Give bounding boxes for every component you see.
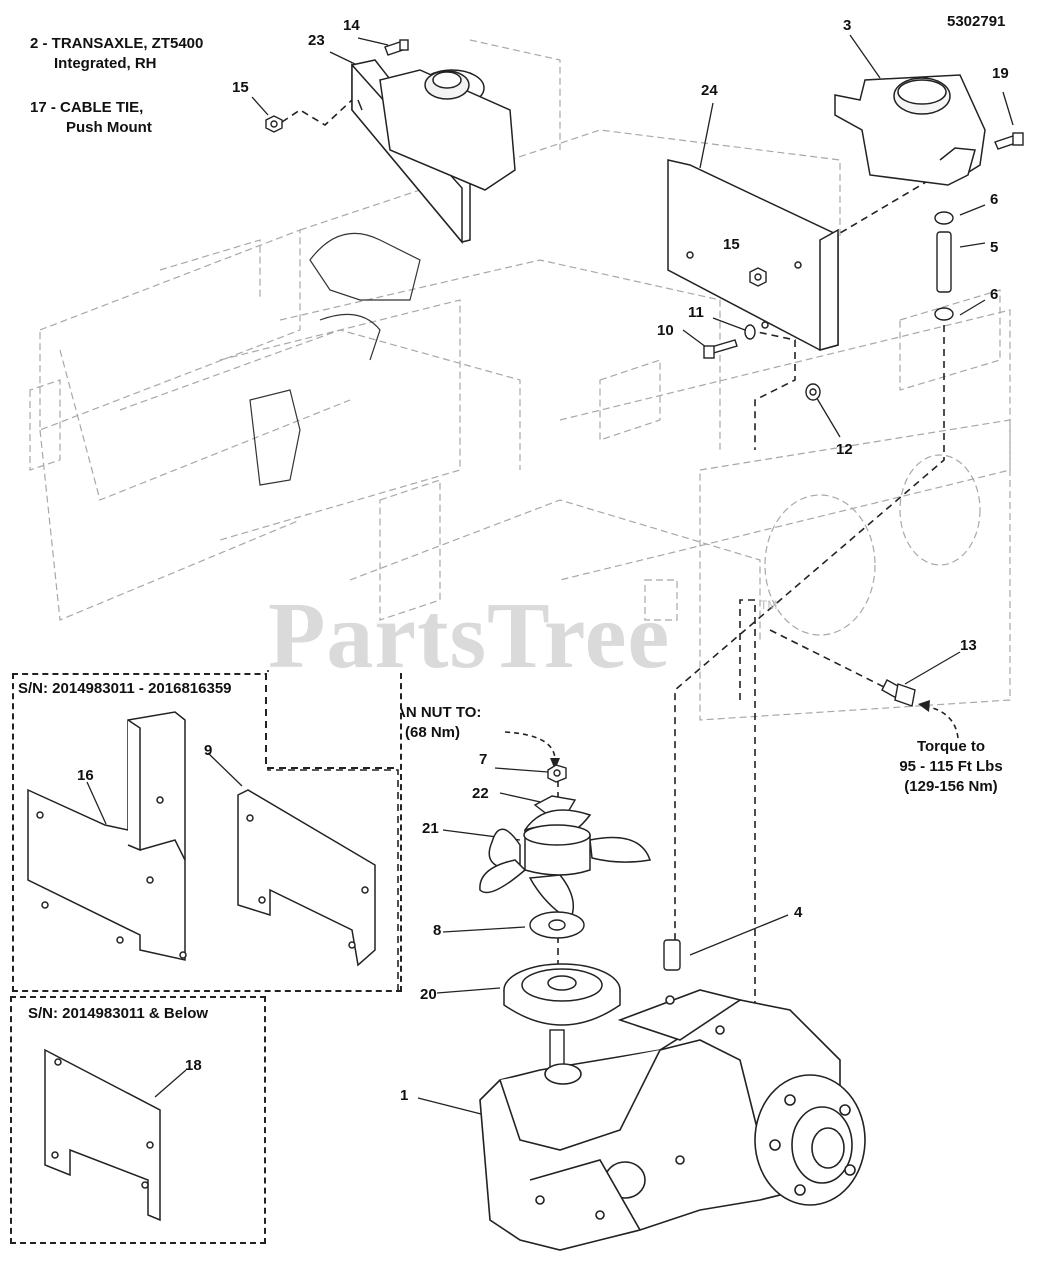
vent-4 <box>663 939 681 971</box>
callout-23: 23 <box>308 32 325 49</box>
arrow-heads <box>550 700 930 770</box>
callout-13: 13 <box>960 637 977 654</box>
note-transaxle-line1: 2 - TRANSAXLE, ZT5400 <box>30 35 204 52</box>
frame-component <box>249 232 421 486</box>
callout-7: 7 <box>479 751 488 768</box>
bracket-16 <box>27 711 187 961</box>
torque-bolt-line2: 95 - 115 Ft Lbs <box>899 758 1003 775</box>
callout-15-right: 15 <box>723 236 740 253</box>
fan-21 <box>479 809 651 922</box>
torque-bolt-line1: Torque to <box>916 738 986 755</box>
callout-19: 19 <box>992 65 1009 82</box>
callout-18: 18 <box>185 1057 202 1074</box>
callout-6-lower: 6 <box>990 286 999 303</box>
serial-box-2-title: S/N: 2014983011 & Below <box>28 1005 209 1022</box>
torque-bolt-line3: (129-156 Nm) <box>904 778 998 795</box>
callout-24: 24 <box>701 82 718 99</box>
callout-4: 4 <box>794 904 803 921</box>
washer-11 <box>744 324 756 340</box>
callout-15: 15 <box>232 79 249 96</box>
serial-box-1 <box>12 673 402 992</box>
hub-plate-8 <box>529 911 585 939</box>
bracket-18 <box>44 1048 161 1222</box>
torque-arrows <box>504 705 959 761</box>
serial-box-2 <box>10 996 266 1244</box>
callout-16: 16 <box>77 767 94 784</box>
note-cable-tie-line1: 17 - CABLE TIE, <box>30 99 144 116</box>
box-1-notch <box>266 672 400 769</box>
callout-20: 20 <box>420 986 437 1003</box>
parts-tree-watermark: PartsTree <box>268 584 671 688</box>
hose-clamp-6 <box>934 211 954 321</box>
reservoir-bracket-23 <box>351 59 516 245</box>
nut-12 <box>805 383 821 401</box>
nut-15-left <box>265 115 283 133</box>
callout-9: 9 <box>204 742 213 759</box>
diagram-id: 5302791 <box>947 13 1006 30</box>
fan-nut-7 <box>547 764 567 783</box>
callout-3: 3 <box>843 17 852 34</box>
note-cable-tie-line2: Push Mount <box>66 119 152 136</box>
bracket-9 <box>237 789 376 967</box>
bolt-19 <box>994 132 1024 150</box>
callout-5: 5 <box>990 239 999 256</box>
serial-box-1-title: S/N: 2014983011 - 2016816359 <box>18 680 232 697</box>
pulley-20 <box>503 963 621 1026</box>
nut-15-right <box>749 267 767 287</box>
watermark-trademark: TM <box>760 598 778 612</box>
callout-6-upper: 6 <box>990 191 999 208</box>
callout-21: 21 <box>422 820 439 837</box>
callout-10: 10 <box>657 322 674 339</box>
bolt-14 <box>384 39 409 56</box>
callout-11: 11 <box>688 304 704 321</box>
callout-12: 12 <box>836 441 853 458</box>
solid-leaders <box>86 34 1014 1116</box>
bracket-24 <box>667 159 839 351</box>
bolt-10 <box>703 339 738 359</box>
callout-14: 14 <box>343 17 360 34</box>
callout-1: 1 <box>400 1087 409 1104</box>
callout-22: 22 <box>472 785 489 802</box>
callout-8: 8 <box>433 922 442 939</box>
hose-5 <box>936 231 952 293</box>
note-transaxle-line2: Integrated, RH <box>54 55 157 72</box>
bolt-13 <box>881 679 916 707</box>
transaxle-1 <box>479 989 866 1251</box>
reservoir-3 <box>834 74 986 186</box>
chassis-frame-ghost <box>29 39 1011 721</box>
